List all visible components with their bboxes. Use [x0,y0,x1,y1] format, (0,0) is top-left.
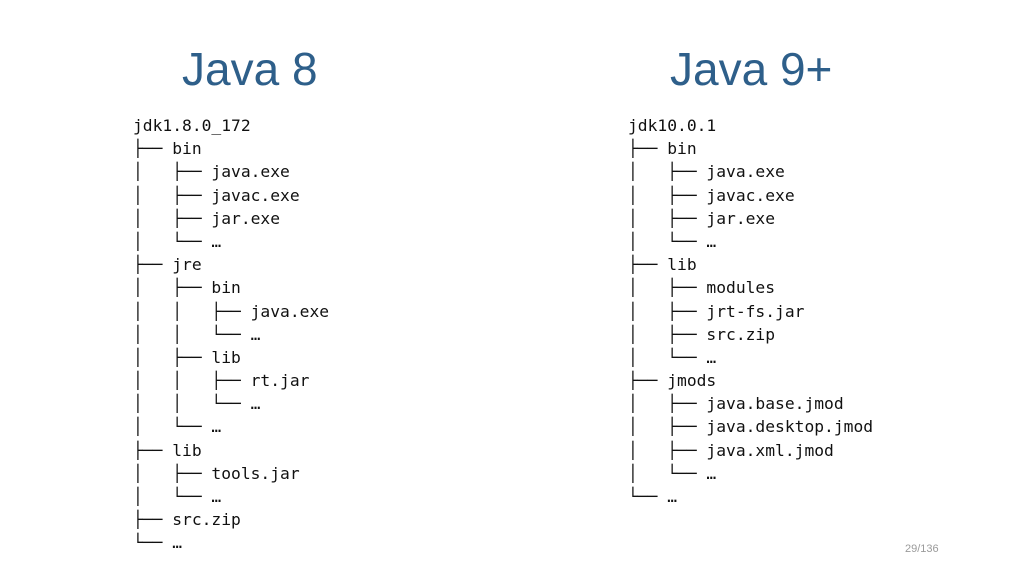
page-number: 29/136 [905,543,939,555]
tree-line: jdk10.0.1 [628,116,717,135]
tree-line: ├── lib [133,440,202,460]
tree-line: ├── jmods [628,371,717,391]
tree-line: └── … [628,487,678,506]
tree-line: ├── jre [133,255,202,275]
java8-title: Java 8 [182,43,318,95]
tree-line: ├── src.zip [133,510,241,530]
java9-title: Java 9+ [670,43,833,95]
tree-line: │ ├── bin [133,278,241,298]
tree-line: │ └── … [133,417,222,437]
tree-line: │ ├── javac.exe [133,185,300,205]
tree-line: ├── lib [628,255,697,275]
tree-line: │ ├── jar.exe [628,208,776,228]
tree-line: │ └── … [133,231,222,251]
tree-line: │ └── … [628,347,717,367]
tree-line: │ └── … [628,463,717,483]
tree-line: │ ├── lib [133,347,241,367]
tree-line: └── … [133,533,183,553]
java9-directory-tree: jdk10.0.1 ├── bin │ ├── java.exe │ ├── java… [628,114,873,508]
tree-line: │ │ ├── java.exe [133,301,330,321]
tree-line: │ ├── java.desktop.jmod [628,417,874,437]
tree-line: │ │ └── … [133,324,261,344]
tree-line: │ ├── src.zip [628,324,776,344]
tree-line: │ ├── jrt-fs.jar [628,301,805,321]
tree-line: │ └── … [133,487,222,506]
tree-line: │ ├── tools.jar [133,463,300,483]
tree-line: │ ├── java.xml.jmod [628,440,834,460]
tree-line: │ ├── modules [628,278,776,298]
tree-line: │ ├── jar.exe [133,208,281,228]
tree-line: jdk1.8.0_172 [133,116,251,135]
tree-line: │ │ ├── rt.jar [133,371,310,391]
tree-line: ├── bin [628,139,697,159]
tree-line: │ │ └── … [133,394,261,414]
java8-directory-tree: jdk1.8.0_172 ├── bin │ ├── java.exe │ ├── j… [133,114,329,555]
tree-line: │ ├── java.exe [133,162,290,182]
tree-line: ├── bin [133,139,202,159]
tree-line: │ ├── java.base.jmod [628,394,844,414]
tree-line: │ └── … [628,231,717,251]
tree-line: │ ├── java.exe [628,162,785,182]
tree-line: │ ├── javac.exe [628,185,795,205]
